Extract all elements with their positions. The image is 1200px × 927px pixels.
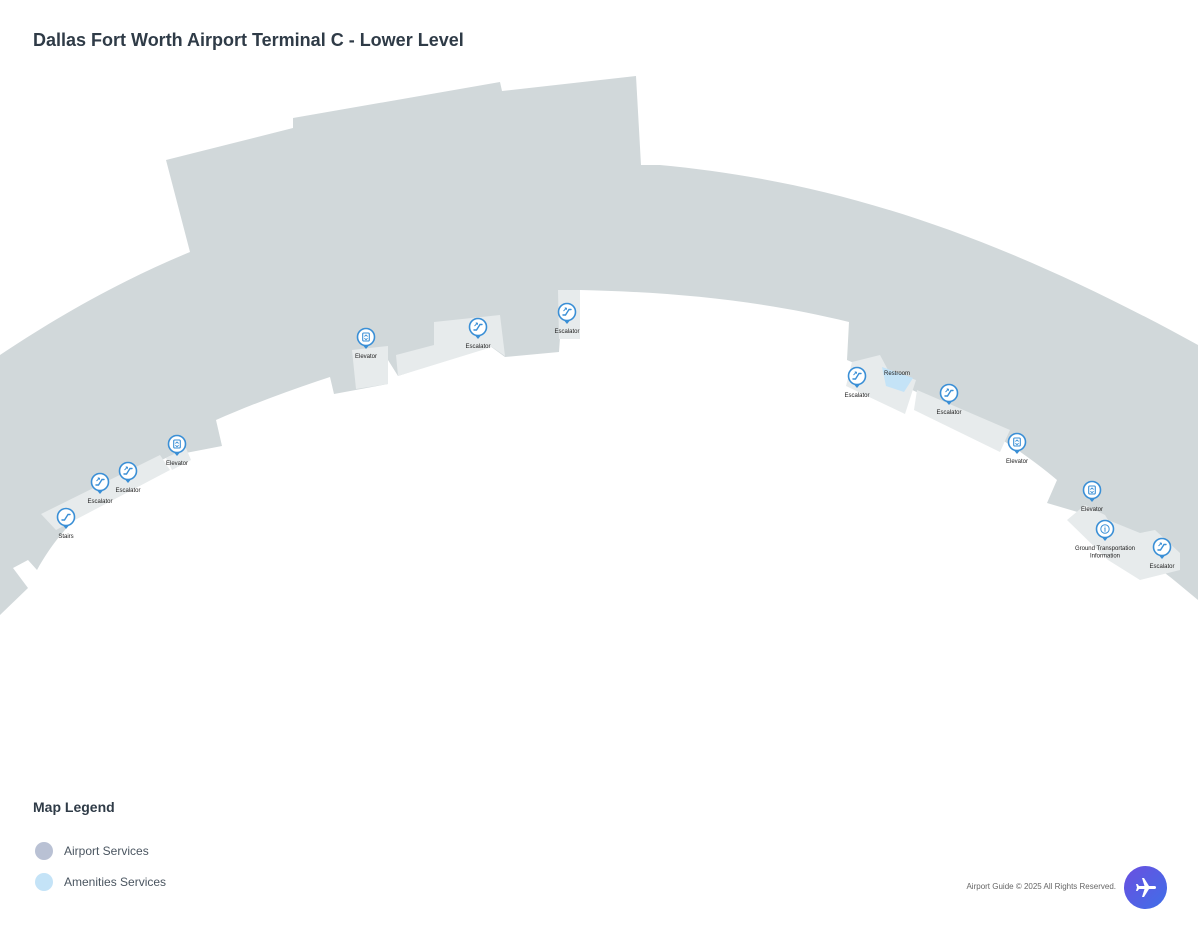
poi-marker-escalator[interactable]: Escalator	[936, 383, 962, 417]
poi-label: Escalator	[87, 499, 112, 505]
escalator-icon	[1157, 542, 1167, 551]
elevator-icon	[1088, 485, 1096, 495]
escalator-icon	[852, 371, 862, 380]
poi-label: Escalator	[936, 410, 961, 416]
legend-item-amenities-services: Amenities Services	[35, 873, 166, 891]
poi-marker-elevator[interactable]: Elevator	[1081, 480, 1103, 514]
poi-marker-elevator[interactable]: Elevator	[166, 434, 188, 468]
poi-label: Elevator	[1081, 507, 1103, 513]
legend-dot-airport-services	[35, 842, 53, 860]
poi-label: Elevator	[1006, 459, 1028, 465]
airport-guide-logo-button[interactable]	[1124, 866, 1167, 909]
poi-label: Escalator	[1149, 564, 1174, 570]
poi-label: Escalator	[465, 344, 490, 350]
restroom-area[interactable]	[882, 367, 913, 392]
restroom-label: Restroom	[884, 371, 910, 377]
poi-marker-escalator[interactable]: Escalator	[465, 317, 491, 351]
poi-marker-elevator[interactable]: Elevator	[1006, 432, 1028, 466]
svg-text:i: i	[1104, 526, 1106, 534]
escalator-icon	[473, 322, 483, 331]
legend-title: Map Legend	[33, 799, 115, 815]
info-icon: i	[1100, 524, 1110, 534]
poi-label: Elevator	[355, 354, 377, 360]
poi-label: Escalator	[115, 488, 140, 494]
poi-marker-escalator[interactable]: Escalator	[115, 461, 141, 495]
poi-label-line-2: Information	[1090, 554, 1120, 560]
legend-label: Amenities Services	[64, 875, 167, 889]
copyright-text: Airport Guide © 2025 All Rights Reserved…	[966, 882, 1116, 891]
legend-item-airport-services: Airport Services	[35, 842, 149, 860]
poi-label: Escalator	[554, 329, 579, 335]
elevator-icon	[362, 332, 370, 342]
poi-marker-escalator[interactable]: Escalator	[844, 366, 870, 400]
escalator-icon	[562, 307, 572, 316]
poi-marker-escalator[interactable]: Escalator	[87, 472, 113, 506]
poi-marker-escalator[interactable]: Escalator	[554, 302, 580, 336]
poi-marker-stairs[interactable]: Stairs	[56, 507, 76, 541]
escalator-icon	[123, 466, 133, 475]
poi-marker-elevator[interactable]: Elevator	[355, 327, 377, 361]
page-title: Dallas Fort Worth Airport Terminal C - L…	[33, 30, 464, 50]
elevator-icon	[1013, 437, 1021, 447]
poi-label: Escalator	[844, 393, 869, 399]
poi-label: Stairs	[58, 534, 73, 540]
airplane-icon	[1135, 877, 1156, 897]
stairs-icon	[61, 513, 71, 521]
poi-layer: StairsEscalatorEscalatorElevatorElevator…	[56, 302, 1175, 571]
legend-label: Airport Services	[64, 844, 149, 858]
poi-marker-escalator[interactable]: Escalator	[1149, 537, 1175, 571]
legend-dot-amenities-services	[35, 873, 53, 891]
poi-label: Elevator	[166, 461, 188, 467]
elevator-icon	[173, 439, 181, 449]
escalator-icon	[944, 388, 954, 397]
poi-label: Ground Transportation	[1075, 546, 1135, 552]
escalator-icon	[95, 477, 105, 486]
terminal-building	[0, 76, 1198, 615]
